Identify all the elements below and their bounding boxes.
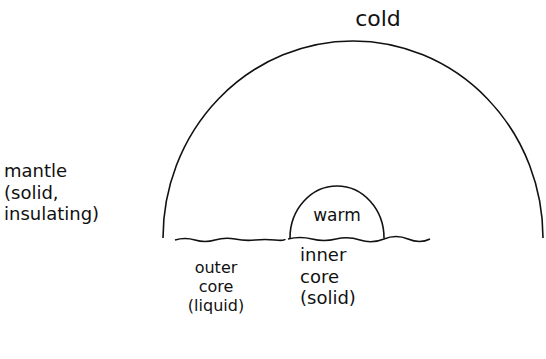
inner-core-boundary bbox=[288, 237, 430, 242]
outer-core-label: outer core (liquid) bbox=[178, 258, 254, 316]
inner-core-shape: warm bbox=[289, 185, 385, 238]
outer-core-boundary bbox=[175, 238, 285, 241]
surface-label: cold bbox=[338, 6, 418, 32]
inner-core-label: inner core (solid) bbox=[300, 244, 374, 309]
region-note: warm bbox=[289, 185, 385, 225]
mantle-outline bbox=[163, 41, 543, 238]
mantle-label: mantle (solid, insulating) bbox=[4, 160, 108, 225]
